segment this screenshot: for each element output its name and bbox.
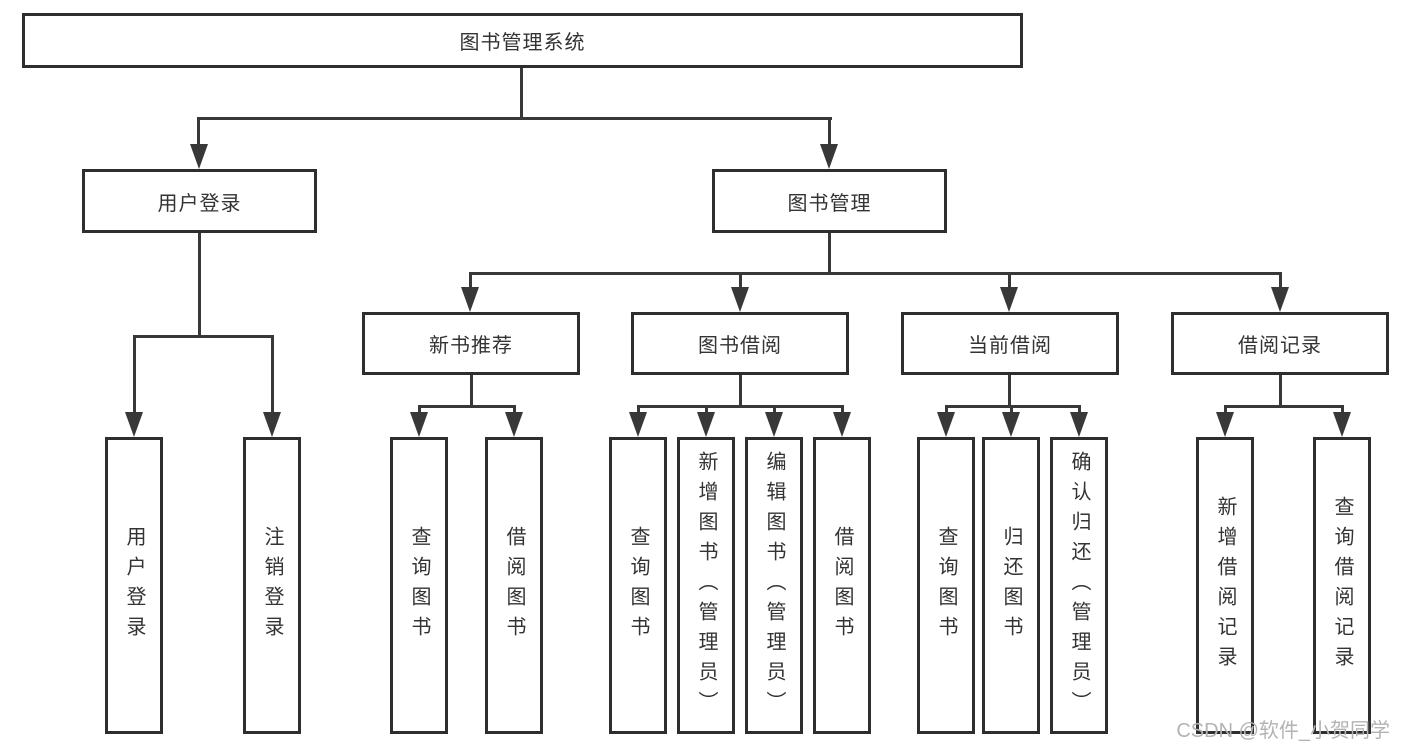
leaf-user-login: 用户登录 [105,437,163,734]
watermark-text: CSDN @软件_小贺同学 [1176,720,1390,742]
connector-line [1078,405,1081,417]
leaf-edit-books-admin: 编辑图书（管理员） [745,437,803,734]
node-user-login: 用户登录 [82,169,317,233]
leaf-query-books-borrow-label: 查询图书 [627,525,649,646]
connector-line [1010,405,1013,417]
connector-line [1341,405,1344,417]
arrow-down-icon [410,412,428,437]
arrow-down-icon [765,412,783,437]
leaf-query-borrow-record-label: 查询借阅记录 [1331,495,1353,676]
connector-line [1008,375,1011,407]
connector-line [197,117,832,120]
connector-line [133,335,274,338]
arrow-down-icon [1271,287,1289,312]
node-root: 图书管理系统 [22,13,1023,68]
arrow-down-icon [263,412,281,437]
leaf-borrow-books: 借阅图书 [813,437,871,734]
leaf-borrow-books-label: 借阅图书 [831,525,853,646]
connector-line [418,405,421,417]
connector-line [1224,405,1227,417]
leaf-query-books-current: 查询图书 [917,437,975,734]
connector-line [470,375,473,407]
node-root-label: 图书管理系统 [459,32,586,54]
connector-line [828,117,831,147]
node-new-book-recommend: 新书推荐 [362,312,580,375]
node-book-management-label: 图书管理 [787,192,872,215]
connector-line [197,117,200,147]
connector-line [520,68,523,119]
arrow-down-icon [1002,412,1020,437]
leaf-query-books-recommend: 查询图书 [390,437,448,734]
connector-line [469,272,1282,275]
leaf-return-books: 归还图书 [982,437,1040,734]
connector-line [828,233,831,274]
leaf-query-books-recommend-label: 查询图书 [408,525,430,646]
leaf-logout-label: 注销登录 [261,525,283,646]
arrow-down-icon [937,412,955,437]
arrow-down-icon [1000,287,1018,312]
connector-line [739,272,742,292]
connector-line [1279,272,1282,292]
connector-line [1224,405,1344,408]
leaf-add-borrow-record-label: 新增借阅记录 [1214,495,1236,676]
leaf-add-books-admin: 新增图书（管理员） [677,437,735,734]
arrow-down-icon [461,287,479,312]
connector-line [945,405,1081,408]
connector-line [271,335,274,415]
leaf-borrow-books-recommend: 借阅图书 [485,437,543,734]
connector-line [469,272,472,292]
connector-line [1008,272,1011,292]
connector-line [637,405,640,417]
node-new-book-recommend-label: 新书推荐 [429,335,513,357]
arrow-down-icon [190,144,208,169]
leaf-borrow-books-recommend-label: 借阅图书 [503,525,525,646]
connector-line [637,405,844,408]
connector-line [133,335,136,415]
connector-line [198,233,201,337]
node-borrow-records: 借阅记录 [1171,312,1389,375]
leaf-query-borrow-record: 查询借阅记录 [1313,437,1371,734]
arrow-down-icon [629,412,647,437]
arrow-down-icon [731,287,749,312]
node-current-borrow-label: 当前借阅 [968,335,1052,357]
connector-line [418,405,516,408]
arrow-down-icon [1216,412,1234,437]
connector-line [945,405,948,417]
leaf-query-books-borrow: 查询图书 [609,437,667,734]
leaf-confirm-return-admin: 确认归还（管理员） [1050,437,1108,734]
connector-line [705,405,708,417]
leaf-logout: 注销登录 [243,437,301,734]
arrow-down-icon [833,412,851,437]
connector-line [513,405,516,417]
leaf-user-login-label: 用户登录 [123,525,145,646]
node-book-borrow-label: 图书借阅 [698,335,782,357]
node-book-borrow: 图书借阅 [631,312,849,375]
node-borrow-records-label: 借阅记录 [1238,335,1322,357]
leaf-confirm-return-admin-label: 确认归还（管理员） [1068,450,1090,721]
connector-line [773,405,776,417]
leaf-edit-books-admin-label: 编辑图书（管理员） [763,450,785,721]
leaf-return-books-label: 归还图书 [1000,525,1022,646]
arrow-down-icon [1333,412,1351,437]
arrow-down-icon [125,412,143,437]
leaf-query-books-current-label: 查询图书 [935,525,957,646]
leaf-add-borrow-record: 新增借阅记录 [1196,437,1254,734]
connector-line [739,375,742,407]
arrow-down-icon [697,412,715,437]
connector-line [1279,375,1282,407]
node-current-borrow: 当前借阅 [901,312,1119,375]
arrow-down-icon [1070,412,1088,437]
arrow-down-icon [505,412,523,437]
leaf-add-books-admin-label: 新增图书（管理员） [695,450,717,721]
node-user-login-label: 用户登录 [157,192,242,215]
node-book-management: 图书管理 [712,169,947,233]
arrow-down-icon [820,144,838,169]
connector-line [841,405,844,417]
